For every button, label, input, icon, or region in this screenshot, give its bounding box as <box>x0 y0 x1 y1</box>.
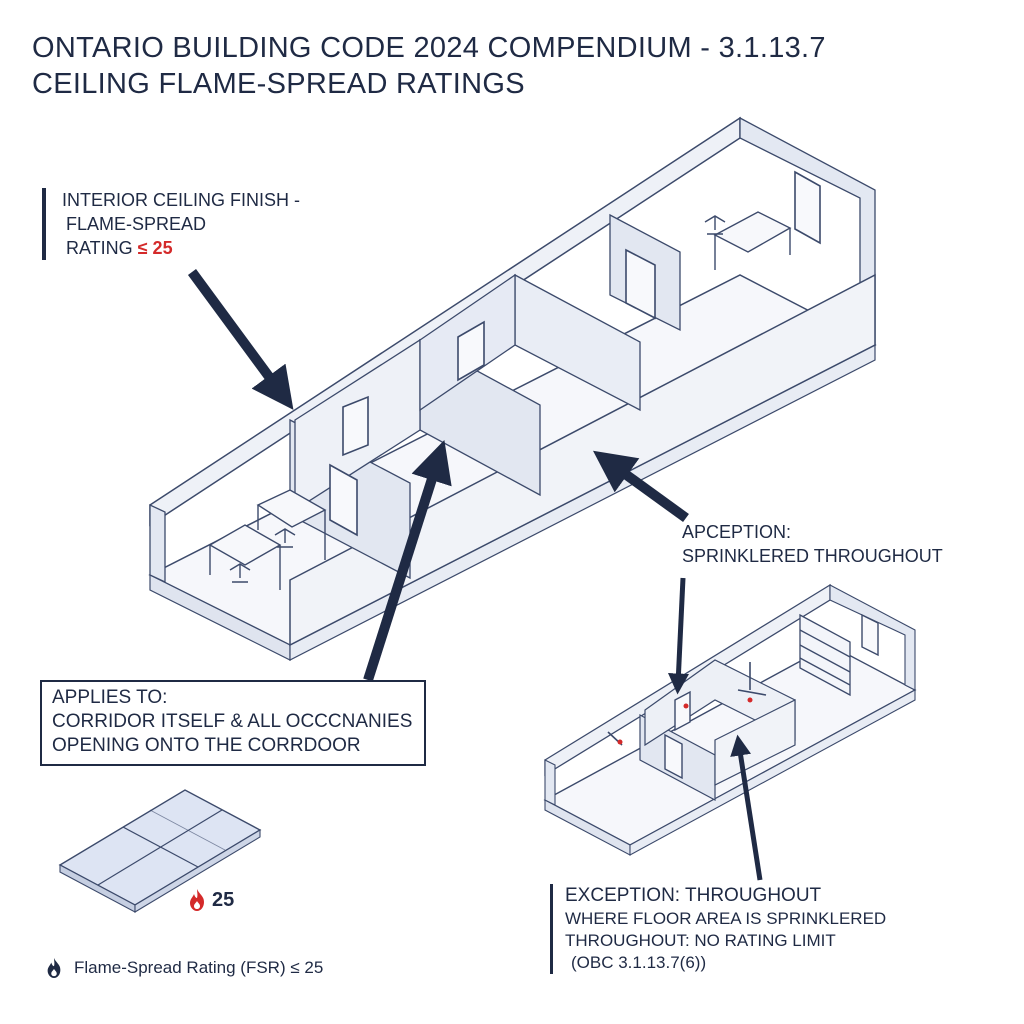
sprink-front-wall <box>714 699 796 786</box>
legend: Flame-Spread Rating (FSR) ≤ 25 <box>44 956 323 980</box>
tile-fsr-value: 25 <box>186 888 234 912</box>
sprink-left-wall <box>544 759 556 806</box>
sprinklered-building <box>543 583 917 856</box>
ceiling-finish-line-3: RATING ≤ 25 <box>60 236 300 260</box>
arrow-apception-drop <box>668 577 689 695</box>
sprinkler-icon <box>607 662 767 746</box>
ceiling-finish-line-1: INTERIOR CEILING FINISH - <box>62 190 301 210</box>
flame-icon <box>190 889 204 911</box>
main-front-wall <box>289 273 876 647</box>
main-building <box>148 116 877 661</box>
arrow-applies-to <box>363 439 452 682</box>
sprink-floor-edge-right <box>629 689 916 856</box>
callout-ceiling-finish: INTERIOR CEILING FINISH - FLAME-SPREAD R… <box>42 188 300 260</box>
page-title: ONTARIO BUILDING CODE 2024 COMPENDIUM - … <box>32 30 826 102</box>
arrow-apception <box>592 450 689 523</box>
callout-exception: EXCEPTION: THROUGHOUT WHERE FLOOR AREA I… <box>550 884 886 974</box>
exception-line-1: EXCEPTION: THROUGHOUT <box>565 885 822 906</box>
tile-side-right <box>134 829 261 913</box>
sprink-right-wall <box>829 584 916 691</box>
title-line-1: ONTARIO BUILDING CODE 2024 COMPENDIUM - … <box>32 32 826 64</box>
exception-line-2: WHERE FLOOR AREA IS SPRINKLERED <box>565 909 887 928</box>
chair-icon <box>229 215 726 583</box>
arrow-exception <box>730 734 763 881</box>
title-line-2: CEILING FLAME-SPREAD RATINGS <box>32 68 525 100</box>
door-icon <box>329 170 821 537</box>
arrow-ceiling-finish <box>187 269 294 410</box>
flame-outline-icon <box>47 958 61 978</box>
apception-line-1: APCEPTION: <box>682 522 792 542</box>
door-icon <box>664 613 879 780</box>
main-left-wall <box>149 503 166 584</box>
exception-line-3: THROUGHOUT: NO RATING LIMIT <box>565 931 836 950</box>
legend-text: Flame-Spread Rating (FSR) ≤ 25 <box>74 958 324 977</box>
apception-line-2: SPRINKLERED THROUGHOUT <box>682 546 943 566</box>
ceiling-finish-rating-label: RATING <box>66 238 138 258</box>
ceiling-finish-line-2: FLAME-SPREAD <box>66 214 207 234</box>
applies-to-line-1: APPLIES TO: <box>52 687 168 708</box>
callout-applies-to: APPLIES TO: CORRIDOR ITSELF & ALL OCCCNA… <box>40 680 427 766</box>
callout-arrows <box>187 269 689 682</box>
applies-to-line-3: OPENING ONTO THE CORRDOOR <box>52 735 361 756</box>
applies-to-line-2: CORRIDOR ITSELF & ALL OCCCNANIES <box>52 711 413 732</box>
ceiling-finish-rating-value: ≤ 25 <box>137 238 173 258</box>
shelf-icon <box>799 613 851 697</box>
exception-line-4: (OBC 3.1.13.7(6)) <box>571 953 707 972</box>
callout-apception: APCEPTION: SPRINKLERED THROUGHOUT <box>682 520 943 568</box>
ceiling-tile-sample <box>58 789 262 913</box>
tile-value-text: 25 <box>212 888 235 911</box>
desk-icon <box>208 211 792 590</box>
